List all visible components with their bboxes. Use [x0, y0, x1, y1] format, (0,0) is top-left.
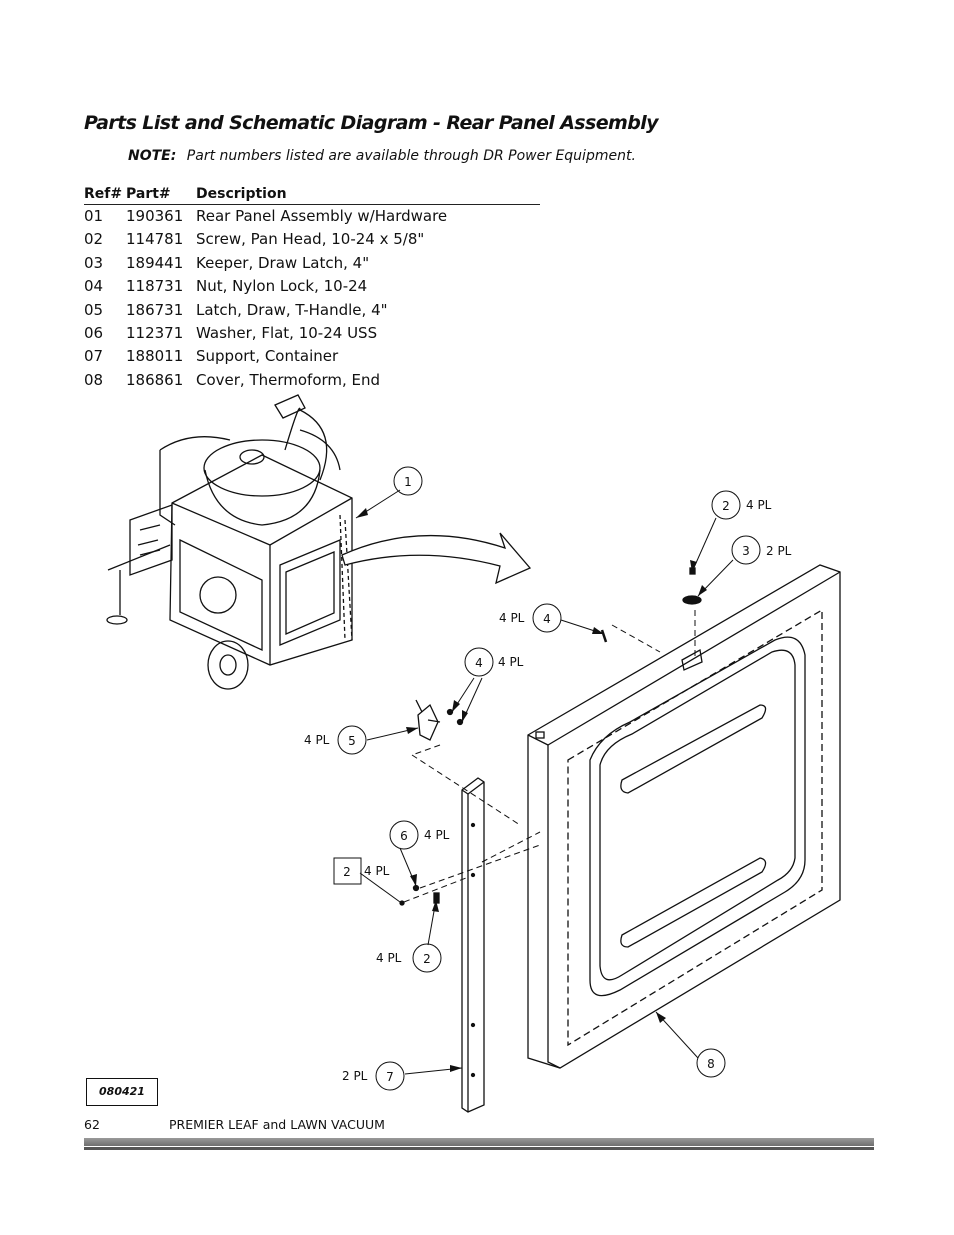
callout-6-qty: 4 PL — [424, 828, 450, 842]
support-container-drawing — [461, 777, 485, 1113]
callout-3-circle — [731, 535, 761, 565]
callout-4b-qty: 4 PL — [498, 655, 524, 669]
cell-description: Rear Panel Assembly w/Hardware — [196, 207, 448, 225]
callout-7: 7 — [386, 1070, 394, 1084]
cell-part: 114781 — [126, 230, 184, 249]
table-row: 07 188011 Support, Container — [84, 345, 540, 368]
cell-description: Support, Container — [196, 347, 339, 366]
cell-description: Nut, Nylon Lock, 10-24 — [196, 277, 368, 296]
vacuum-machine-drawing — [106, 394, 353, 690]
assembly-lines — [403, 610, 696, 903]
callout-8: 8 — [707, 1057, 715, 1071]
callout-4b-circle — [464, 647, 494, 677]
rear-panel-drawing — [527, 564, 841, 1069]
table-row: 02 114781 Screw, Pan Head, 10-24 x 5/8" — [84, 228, 540, 251]
note-text: Part numbers listed are available throug… — [186, 148, 636, 164]
callout-2b: 2 — [343, 865, 351, 879]
callout-4a: 4 — [543, 612, 551, 626]
callout-4a-qty: 4 PL — [499, 611, 525, 625]
callout-6-circle — [389, 820, 419, 850]
callout-5-qty: 4 PL — [304, 733, 330, 747]
leader-lines — [355, 489, 734, 1075]
hardware-drawing — [399, 567, 702, 906]
callout-4b: 4 — [475, 656, 483, 670]
cell-part: 189441 — [126, 253, 184, 272]
callout-2c: 2 — [423, 952, 431, 966]
product-name: PREMIER LEAF and LAWN VACUUM — [169, 1117, 385, 1132]
table-row: 05 186731 Latch, Draw, T-Handle, 4" — [84, 299, 540, 322]
callout-5: 5 — [348, 734, 356, 748]
callout-8-circle — [696, 1048, 726, 1078]
page-number: 62 — [84, 1117, 100, 1132]
callout-2c-circle — [412, 943, 442, 973]
note-label: NOTE: — [128, 148, 177, 164]
table-row: 08 186861 Cover, Thermoform, End — [84, 369, 540, 392]
cell-description: Screw, Pan Head, 10-24 x 5/8" — [196, 230, 425, 249]
cell-part: 112371 — [126, 323, 184, 342]
cell-part: 186861 — [126, 370, 184, 389]
cell-part: 188011 — [126, 347, 184, 366]
callout-2c-qty: 4 PL — [376, 951, 402, 965]
cell-part: 186731 — [126, 300, 184, 319]
assembly-arrow — [341, 532, 532, 585]
leader-arrowheads — [356, 508, 707, 1072]
cell-ref: 07 — [84, 347, 104, 366]
callout-3: 3 — [742, 544, 750, 558]
callout-7-circle — [375, 1061, 405, 1091]
cell-ref: 05 — [84, 300, 104, 319]
cell-ref: 04 — [84, 277, 104, 296]
header-part: Part# — [126, 186, 171, 202]
table-row: 03 189441 Keeper, Draw Latch, 4" — [84, 252, 540, 275]
header-description: Description — [196, 186, 287, 202]
callouts: 1 2 4 PL 3 2 PL 4 4 PL 4 4 PL 5 4 PL 6 4… — [304, 466, 792, 1091]
callout-3-qty: 2 PL — [766, 544, 792, 558]
footer-rule — [84, 1138, 874, 1146]
callout-2a: 2 — [722, 499, 730, 513]
callout-1: 1 — [404, 475, 412, 489]
callout-6: 6 — [400, 829, 408, 843]
callout-5-circle — [337, 725, 367, 755]
cell-description: Washer, Flat, 10-24 USS — [196, 323, 378, 342]
cell-ref: 08 — [84, 370, 104, 389]
page-title: Parts List and Schematic Diagram - Rear … — [84, 112, 659, 134]
footer-rule-thin — [84, 1147, 874, 1150]
callout-2b-qty: 4 PL — [364, 864, 390, 878]
cell-description: Keeper, Draw Latch, 4" — [196, 253, 370, 272]
cell-part: 118731 — [126, 277, 184, 296]
callout-7-qty: 2 PL — [342, 1069, 368, 1083]
table-row: 04 118731 Nut, Nylon Lock, 10-24 — [84, 275, 540, 298]
diagram-code: 080421 — [86, 1078, 158, 1106]
cell-description: Latch, Draw, T-Handle, 4" — [196, 300, 388, 319]
cell-ref: 02 — [84, 230, 104, 249]
parts-table: Ref# Part# Description 01 190361 Rear Pane… — [84, 185, 540, 392]
table-row: 06 112371 Washer, Flat, 10-24 USS — [84, 322, 540, 345]
callout-1-circle — [393, 466, 423, 496]
cell-description: Cover, Thermoform, End — [196, 370, 381, 389]
callout-2a-circle — [711, 490, 741, 520]
cell-part: 190361 — [126, 207, 184, 225]
footer: 62 PREMIER LEAF and LAWN VACUUM — [84, 1117, 385, 1132]
cell-ref: 01 — [84, 207, 104, 225]
note: NOTE: Part numbers listed are available … — [128, 148, 636, 164]
table-row: 01 190361 Rear Panel Assembly w/Hardware — [84, 205, 540, 228]
parts-table-header: Ref# Part# Description — [84, 185, 540, 205]
header-ref: Ref# — [84, 186, 123, 202]
cell-ref: 03 — [84, 253, 104, 272]
callout-4a-circle — [532, 603, 562, 633]
callout-2a-qty: 4 PL — [746, 498, 772, 512]
cell-ref: 06 — [84, 323, 104, 342]
callout-2b-box — [333, 857, 362, 885]
